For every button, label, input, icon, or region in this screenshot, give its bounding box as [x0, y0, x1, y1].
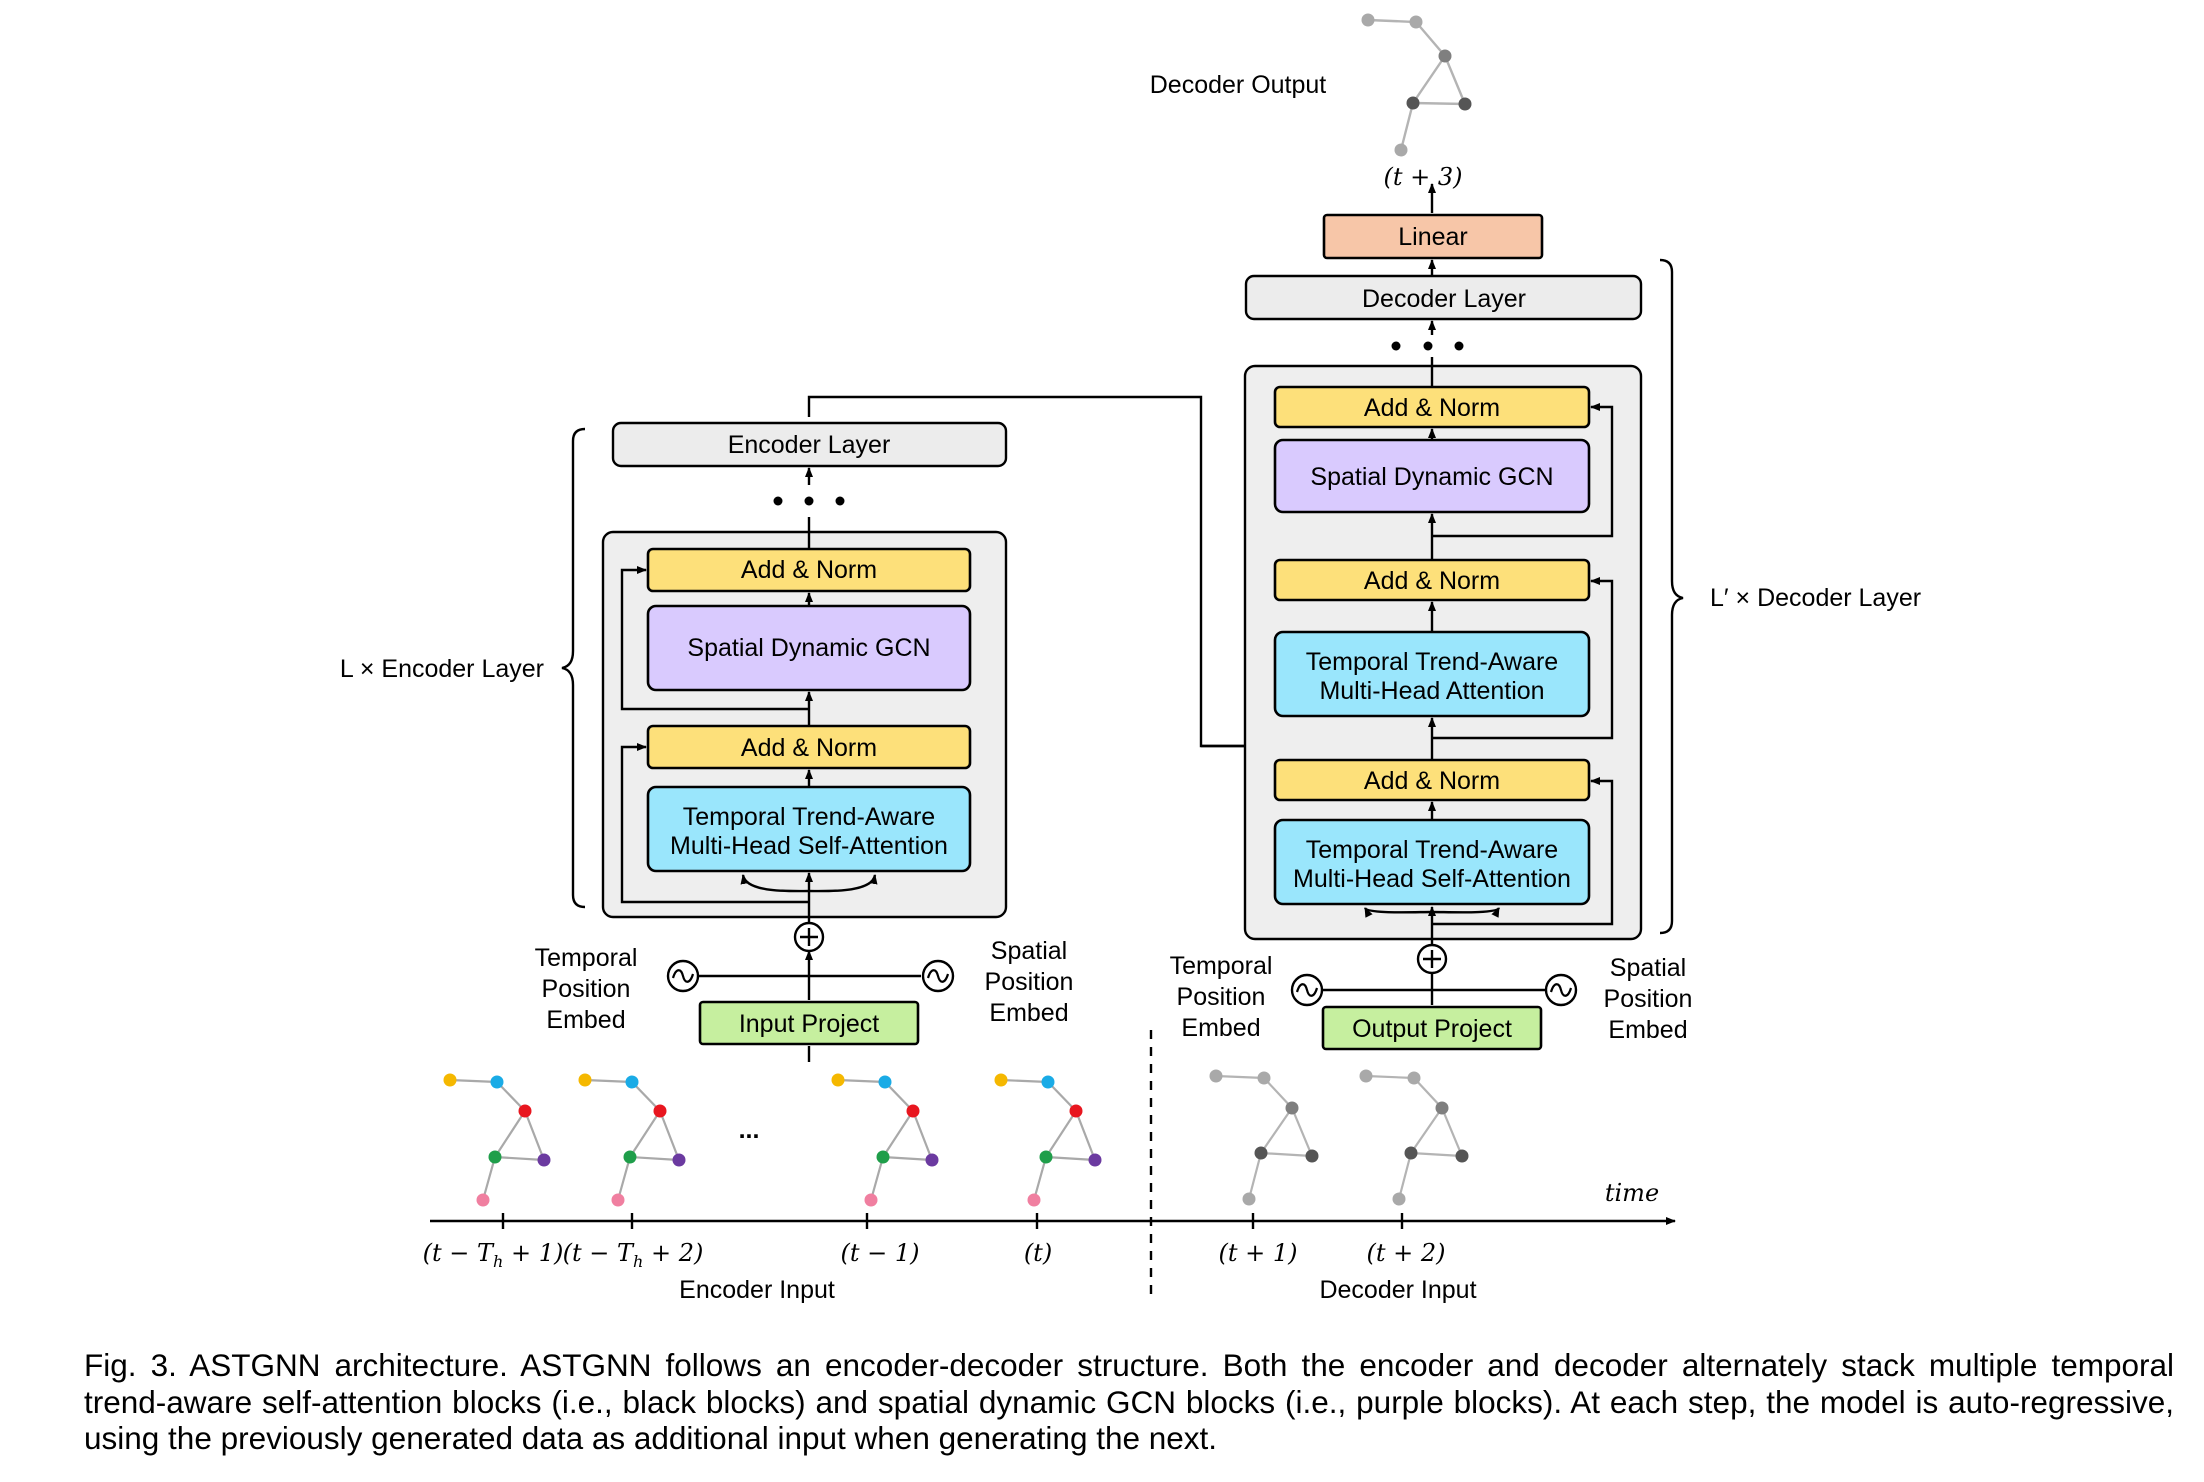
decoder-top-layer-box — [1244, 274, 1643, 321]
encoder-input-project-label: Input Project — [739, 1010, 879, 1038]
encoder-sum-node — [793, 921, 825, 953]
encoder-temporal-sinusoid-icon — [666, 959, 700, 993]
decoder-sum-node — [1416, 943, 1448, 975]
encoder-spatial-embed-line3: Embed — [989, 999, 1068, 1027]
decoder-spatial-embed-label: Spatial Position Embed — [1604, 954, 1693, 1044]
decoder-temporal-embed-label: Temporal Position Embed — [1170, 952, 1273, 1042]
decoder-temporal-embed-line3: Embed — [1181, 1014, 1260, 1042]
encoder-spatial-embed-line1: Spatial — [991, 937, 1067, 965]
decoder-input-timesteps: (t + 1) (t + 2) Decoder Input — [1218, 1239, 1476, 1304]
encoder: Encoder Layer Add & Norm Spatial Dynamic… — [340, 395, 1399, 1062]
decoder-spatial-embed-line1: Spatial — [1610, 954, 1686, 982]
decoder-linear-label: Linear — [1398, 223, 1468, 251]
encoder-top-layer-box — [611, 421, 1008, 468]
decoder-self-attention-line2: Multi-Head Self-Attention — [1293, 865, 1571, 893]
timestep-label: (t − Th + 2) — [563, 1239, 704, 1271]
encoder-temporal-embed-line1: Temporal — [535, 944, 638, 972]
figure-caption: Fig. 3. ASTGNN architecture. ASTGNN foll… — [84, 1347, 2174, 1456]
decoder-input-skeleton-1 — [1209, 1069, 1319, 1206]
decoder: Decoder Layer Linear Add & Norm Spatial … — [1150, 13, 1921, 1051]
decoder-output-step: (t + 3) — [1383, 163, 1462, 191]
decoder-temporal-embed-line1: Temporal — [1170, 952, 1273, 980]
astgnn-architecture-diagram: Encoder Layer Add & Norm Spatial Dynamic… — [340, 13, 1921, 1304]
timestep-label: (t − 1) — [840, 1239, 919, 1267]
encoder-spatial-embed-label: Spatial Position Embed — [985, 937, 1074, 1027]
encoder-input-skeleton-4 — [994, 1073, 1102, 1207]
decoder-linear — [1322, 213, 1544, 260]
decoder-temporal-sinusoid-icon — [1290, 973, 1324, 1007]
decoder-stack-brace — [1659, 258, 1684, 935]
timestep-label: (t + 1) — [1218, 1239, 1297, 1267]
decoder-temporal-embed-line2: Position — [1177, 983, 1266, 1011]
encoder-input-project — [698, 1000, 920, 1046]
decoder-top-layer-label: Decoder Layer — [1362, 285, 1526, 313]
encoder-spatial-embed-line2: Position — [985, 968, 1074, 996]
encoder-input-label: Encoder Input — [679, 1276, 835, 1304]
encoder-temporal-embed-line2: Position — [542, 975, 631, 1003]
decoder-stack-label: L′ × Decoder Layer — [1710, 584, 1921, 612]
time-axis: time — [430, 1030, 1676, 1300]
encoder-attention-label-line1: Temporal Trend-Aware — [683, 803, 935, 831]
decoder-spatial-embed-line2: Position — [1604, 985, 1693, 1013]
timestep-label: (t − Th + 1) — [423, 1239, 564, 1271]
encoder-input-timesteps: (t − Th + 1) (t − Th + 2) (t − 1) (t) En… — [423, 1116, 1053, 1304]
decoder-self-attention-line1: Temporal Trend-Aware — [1306, 836, 1558, 864]
timestep-label: (t) — [1024, 1239, 1052, 1267]
encoder-stack-label: L × Encoder Layer — [340, 655, 544, 683]
encoder-input-skeleton-1 — [443, 1073, 551, 1207]
decoder-cross-attention-line1: Temporal Trend-Aware — [1306, 648, 1558, 676]
encoder-temporal-embed-line3: Embed — [546, 1006, 625, 1034]
timestep-label: (t + 2) — [1366, 1239, 1445, 1267]
decoder-spatial-embed-line3: Embed — [1608, 1016, 1687, 1044]
encoder-attention-label-line2: Multi-Head Self-Attention — [670, 832, 948, 860]
encoder-input-skeleton-3 — [831, 1073, 939, 1207]
decoder-gcn-label: Spatial Dynamic GCN — [1310, 463, 1553, 491]
encoder-ellipsis-dots — [773, 496, 845, 506]
encoder-temporal-embed-label: Temporal Position Embed — [535, 944, 638, 1034]
time-axis-label: time — [1605, 1179, 1659, 1207]
decoder-input-skeleton-2 — [1359, 1069, 1469, 1206]
encoder-stack-brace — [561, 427, 586, 909]
decoder-output-project — [1321, 1005, 1543, 1051]
encoder-spatial-sinusoid-icon — [921, 959, 955, 993]
encoder-add-norm-top-label: Add & Norm — [741, 556, 877, 584]
decoder-output-label: Decoder Output — [1150, 71, 1327, 99]
encoder-input-skeleton-2 — [578, 1073, 686, 1207]
encoder-gcn-label: Spatial Dynamic GCN — [687, 634, 930, 662]
decoder-input-label: Decoder Input — [1319, 1276, 1476, 1304]
decoder-output-skeleton — [1361, 13, 1472, 157]
decoder-spatial-sinusoid-icon — [1544, 973, 1578, 1007]
decoder-cross-attention-line2: Multi-Head Attention — [1319, 677, 1544, 705]
decoder-add-norm-top-label: Add & Norm — [1364, 394, 1500, 422]
encoder-add-norm-bottom-label: Add & Norm — [741, 734, 877, 762]
decoder-connections — [1322, 183, 1614, 1005]
decoder-output-project-label: Output Project — [1352, 1015, 1512, 1043]
encoder-top-layer-label: Encoder Layer — [728, 431, 891, 459]
decoder-ellipsis-dots — [1391, 341, 1464, 351]
decoder-add-norm-bottom-label: Add & Norm — [1364, 767, 1500, 795]
encoder-input-ellipsis: ... — [739, 1116, 760, 1144]
decoder-add-norm-mid-label: Add & Norm — [1364, 567, 1500, 595]
